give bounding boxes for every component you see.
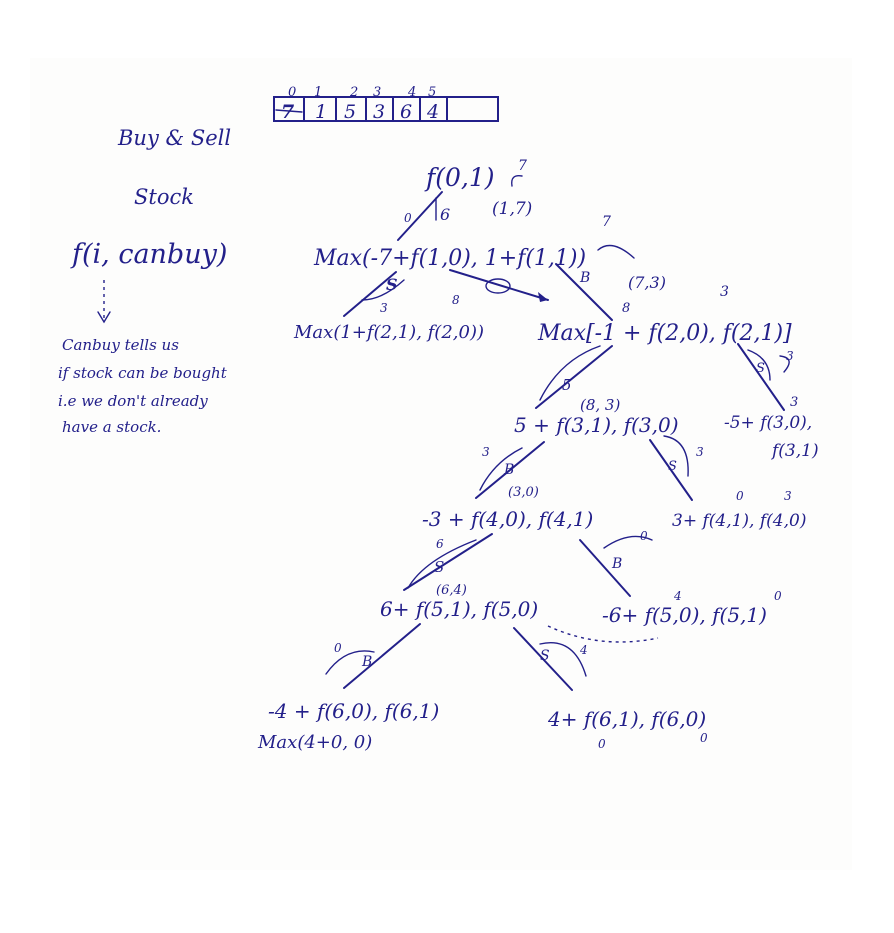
edge-label: S [668, 459, 677, 474]
edge-label: 0 [640, 529, 648, 543]
array-index: 4 [407, 85, 416, 100]
return-value: 3 [720, 284, 729, 300]
return-pair: (3,0) [508, 485, 539, 500]
explanation-line: i.e we don't already [58, 392, 208, 410]
edge-label: B [361, 654, 372, 670]
tree-node: -3 + f(4,0), f(4,1) [422, 507, 593, 531]
side-notes: Buy & Sell Stock f(i, canbuy) Canbuy tel… [58, 126, 231, 436]
explanation-line: if stock can be bought [58, 364, 228, 382]
edge-label: B [579, 270, 590, 286]
array-cell: 4 [426, 101, 439, 123]
return-value: 0 [736, 489, 744, 503]
tree-node-root: f(0,1) [424, 163, 495, 192]
tree-node: 6+ f(5,1), f(5,0) [380, 597, 538, 621]
edge-label: 3 [380, 301, 388, 315]
return-pair: (6,4) [436, 583, 467, 598]
edge-label: 6 [440, 205, 450, 224]
edge-label: 0 [334, 641, 342, 655]
edge-label: 5 [562, 376, 572, 394]
edge-label: 3 [696, 445, 704, 459]
array-diagram: 0 1 2 3 4 5 7 1 5 3 6 4 [273, 85, 499, 123]
return-value: 0 [774, 589, 782, 603]
tree-node: -6+ f(5,0), f(5,1) [602, 603, 767, 627]
tree-node: 5 + f(3,1), f(3,0) [514, 413, 679, 437]
edge-label: S [540, 648, 550, 664]
array-cell: 7 [281, 101, 294, 123]
tree-node: 4+ f(6,1), f(6,0) [547, 707, 706, 731]
return-value: 4 [673, 589, 682, 603]
return-pair: (1,7) [492, 199, 532, 219]
edge-label: S [386, 275, 398, 294]
edge-label: 6 [436, 537, 444, 551]
array-cell: 5 [344, 101, 356, 123]
array-cell: 3 [373, 101, 385, 123]
array-index: 5 [428, 85, 436, 100]
array-index: 0 [288, 85, 296, 100]
array-cell: 1 [315, 101, 327, 123]
tree-node: -4 + f(6,0), f(6,1) [268, 699, 439, 723]
return-value: 8 [622, 301, 630, 316]
edge-label: 4 [579, 643, 588, 657]
return-pair: (7,3) [628, 273, 666, 292]
return-value: 7 [602, 214, 611, 230]
tree-node: Max[-1 + f(2,0), f(2,1)] [537, 321, 792, 346]
return-value: 0 [598, 737, 606, 751]
edge-label: 3 [786, 349, 794, 363]
return-value: 3 [790, 395, 798, 410]
function-signature: f(i, canbuy) [70, 239, 227, 270]
tree-node: f(3,1) [770, 441, 819, 461]
edge-label: B [611, 556, 622, 572]
array-cell: 6 [400, 101, 412, 123]
tree-node: Max(4+0, 0) [257, 732, 372, 753]
tree-node: -5+ f(3,0), [724, 413, 812, 433]
recursion-tree: f(0,1) 7 (1,7) 0 6 Max(-7+f(1,0), 1+f(1,… [257, 158, 819, 753]
array-index: 1 [314, 85, 322, 100]
notes-title: Stock [134, 185, 194, 209]
explanation-line: Canbuy tells us [62, 336, 179, 354]
edge-label: S [756, 361, 765, 376]
notes-title: Buy & Sell [117, 126, 231, 150]
array-index: 2 [349, 85, 358, 100]
return-pair: (8, 3) [580, 396, 620, 414]
return-value: 7 [518, 158, 527, 174]
tree-node: Max(-7+f(1,0), 1+f(1,1)) [313, 246, 586, 271]
edge-label: S [434, 558, 444, 576]
explanation-line: have a stock. [62, 418, 161, 436]
edge-label: 0 [404, 211, 412, 225]
tree-node: Max(1+f(2,1), f(2,0)) [293, 322, 484, 343]
tree-node: 3+ f(4,1), f(4,0) [672, 511, 806, 531]
edge-label: B [503, 462, 514, 478]
return-value: 8 [452, 293, 460, 307]
return-value: 3 [784, 489, 792, 503]
array-box [273, 96, 499, 122]
edge-label: 3 [482, 445, 490, 459]
array-index: 3 [373, 85, 381, 100]
return-value: 0 [700, 731, 708, 745]
